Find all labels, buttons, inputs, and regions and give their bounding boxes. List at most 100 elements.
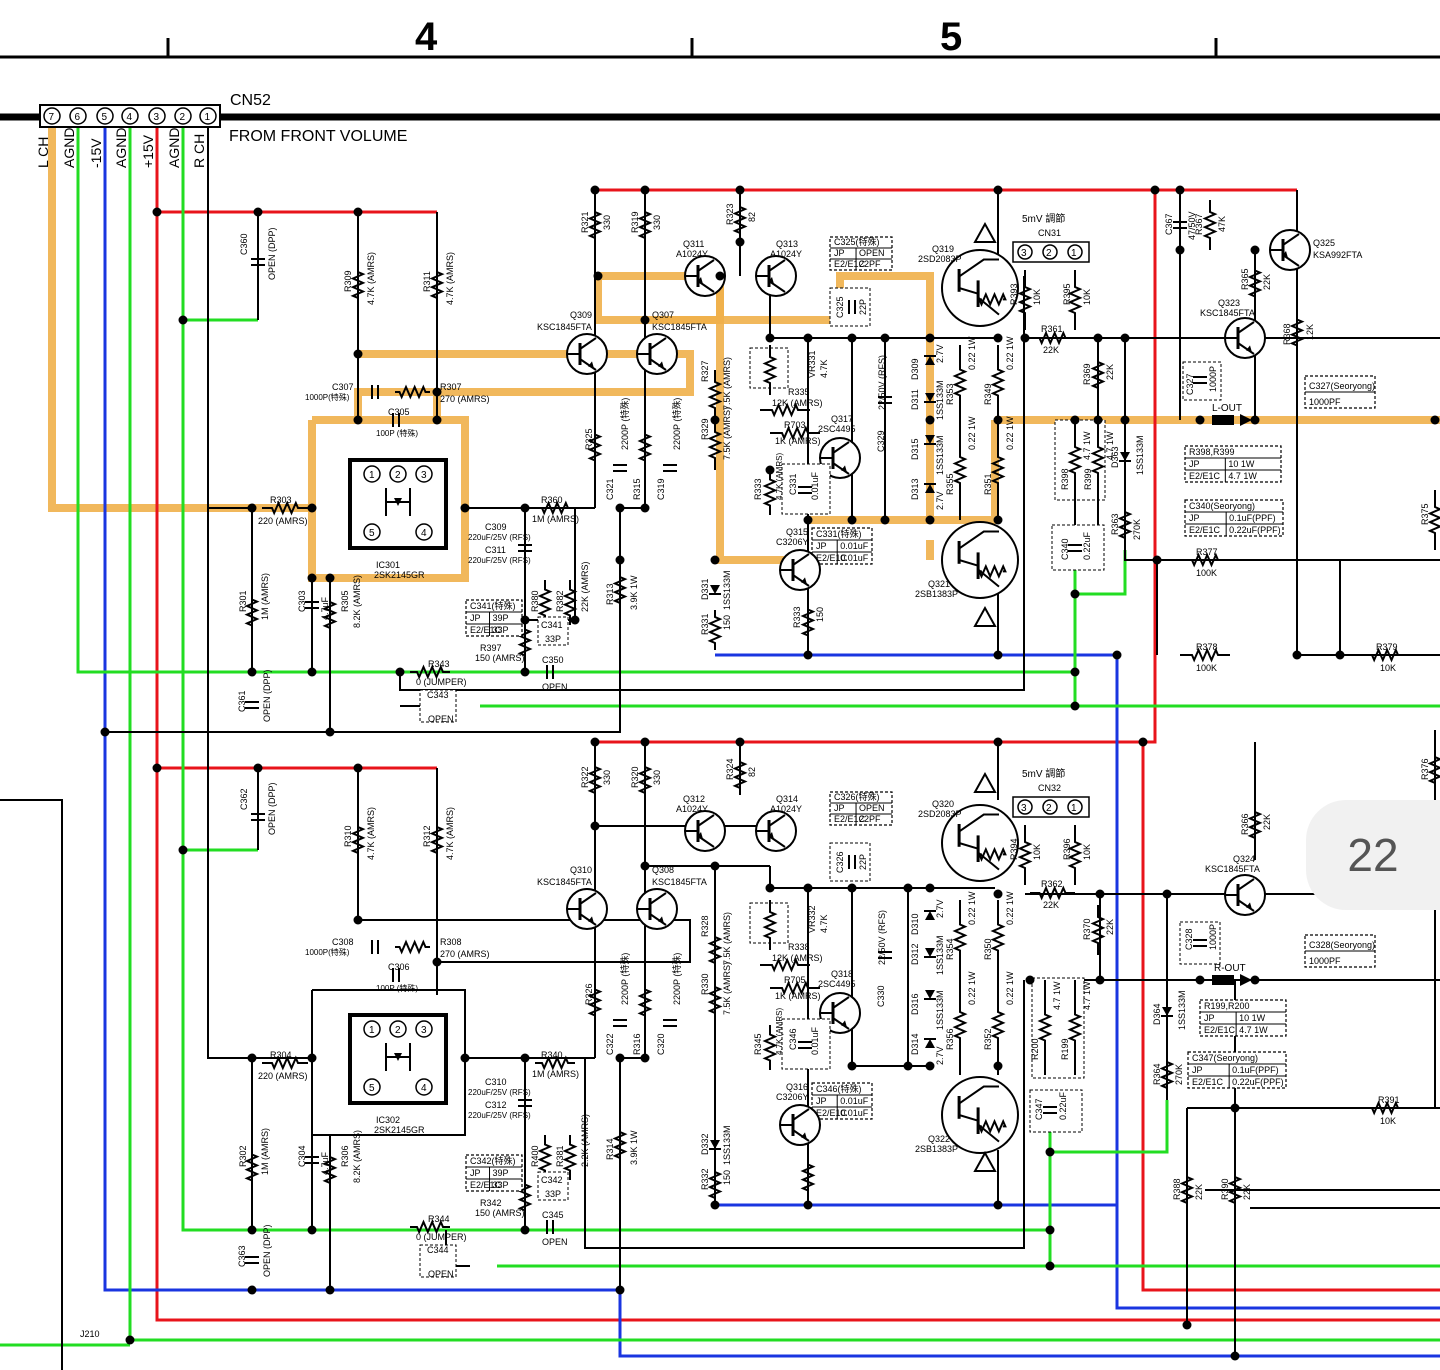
r369: [1090, 350, 1106, 400]
label-d314_v: 2.7V: [935, 1046, 945, 1065]
label-c325b_v: 22P: [858, 299, 868, 315]
junction-dot: [1070, 701, 1080, 711]
junction-dot: [1250, 975, 1260, 985]
label-c304: C304: [297, 1145, 307, 1167]
ic-pin-number: 1: [369, 1025, 375, 1036]
label-c311_v: 220uF/25V (RFS): [468, 556, 531, 565]
label-r379_v: 10K: [1380, 663, 1396, 673]
label-q318: Q318: [831, 969, 853, 979]
label-c331_e: E2/E1C: [816, 553, 848, 563]
label-c347_e_v: 0.22uF(PPF): [1232, 1077, 1284, 1087]
q319-bias: [977, 291, 1007, 307]
label-r395_v: 10K: [1082, 289, 1092, 305]
label-ic: IC301: [376, 560, 400, 570]
page-number-badge[interactable]: 22: [1306, 800, 1440, 910]
label-c322_v: 2200P (特殊): [619, 953, 630, 1005]
connector-pin-number: 6: [75, 112, 81, 123]
junction-dot: [1120, 415, 1130, 425]
r361: [1030, 330, 1075, 346]
connector-pin-number: 1: [205, 112, 211, 123]
label-q314_v: A1024Y: [770, 804, 802, 814]
junction-dot: [1112, 650, 1122, 660]
junction-dot: [640, 503, 650, 513]
r316: [637, 975, 653, 1030]
label-1: 2: [1046, 248, 1052, 259]
label-r315: R315: [632, 478, 642, 500]
label-ic: IC302: [376, 1115, 400, 1125]
junction-dot: [1020, 333, 1030, 343]
label-c341_e_v: 33P: [493, 625, 509, 635]
d312: [925, 948, 935, 957]
r322: [587, 755, 603, 805]
r394: [1017, 825, 1033, 885]
label-r360_v: 1M (AMRS): [532, 514, 579, 524]
q308-collector: [649, 892, 667, 905]
junction-dot: [925, 1061, 935, 1071]
q321-bias: [977, 563, 1007, 579]
junction-dot: [993, 515, 1003, 525]
label-r360: R360: [541, 495, 563, 505]
q313-collector: [768, 259, 786, 272]
connector-pin-number: 2: [180, 112, 186, 123]
label-c341_e: E2/E1C: [470, 625, 502, 635]
junction-dot: [765, 333, 775, 343]
label-c330_v: 22/50V (RFS): [877, 910, 887, 965]
junction-dot: [993, 889, 1003, 899]
junction-dot: [803, 333, 813, 343]
label-d315: D315: [910, 438, 920, 460]
label-c346_jp: JP: [816, 1096, 827, 1106]
junction-dot: [247, 1285, 257, 1295]
q312-collector: [697, 814, 715, 827]
label-r368: R368: [1282, 323, 1292, 345]
label-d310_v: 2.7V: [935, 899, 945, 918]
label-c341: C341(特殊): [470, 600, 516, 611]
r350: [990, 900, 1006, 975]
junction-dot: [847, 1061, 857, 1071]
label-r398_jp_v: 10 1W: [1228, 459, 1255, 469]
connector-pin: [121, 107, 139, 125]
label-c363_v: OPEN (DPP): [262, 1224, 272, 1277]
label-c362_v: OPEN (DPP): [267, 782, 277, 835]
label-r314_v: 3.9K 1W: [629, 1130, 639, 1165]
label-r705_v: 1K (AMRS): [775, 991, 821, 1001]
label-r342: R342: [480, 1198, 502, 1208]
label-r356_v: 0.22 1W: [967, 971, 977, 1005]
label-r377_v: 100K: [1196, 568, 1217, 578]
junction-dot: [735, 737, 745, 747]
c327-box: [1182, 361, 1222, 401]
r390: [1227, 1160, 1243, 1220]
label-r380: R380: [530, 590, 540, 612]
label-q320_v: 2SD2083P: [918, 809, 962, 819]
label-c344: C344: [427, 1245, 449, 1255]
r395: [1067, 270, 1083, 330]
label-q314: Q314: [776, 794, 798, 804]
junction-dot: [460, 503, 470, 513]
label-c347_v: 0.22uF: [1058, 1091, 1068, 1120]
q322: [941, 1076, 1019, 1154]
label-r365: R365: [1240, 268, 1250, 290]
r327: [707, 370, 723, 420]
label-c340: C340: [1060, 538, 1070, 560]
label-r397_v: 150 (AMRS): [475, 653, 525, 663]
junction-dot: [710, 861, 720, 871]
c346-table: [811, 1082, 873, 1120]
label-1: 2: [1046, 803, 1052, 814]
label-d331_v: 1SS133M: [722, 570, 732, 610]
connector-pin: [69, 107, 87, 125]
r391: [1360, 1100, 1410, 1116]
label-r322: R322: [580, 766, 590, 788]
q321: [941, 521, 1019, 599]
label-r355: R355: [945, 473, 955, 495]
q320: [941, 804, 1019, 882]
q310-arrow: [588, 916, 594, 924]
label-r349_v: 0.22 1W: [1005, 336, 1015, 370]
r349: [990, 345, 1006, 420]
connector-pin-number: 7: [49, 112, 55, 123]
label-c361_v: OPEN (DPP): [262, 669, 272, 722]
r315: [637, 420, 653, 475]
label-r332: R332: [700, 1168, 710, 1190]
r377: [1180, 552, 1230, 568]
label-r397: R397: [480, 643, 502, 653]
junction-dot: [1045, 1147, 1055, 1157]
label-vr331: VR331: [807, 350, 817, 378]
